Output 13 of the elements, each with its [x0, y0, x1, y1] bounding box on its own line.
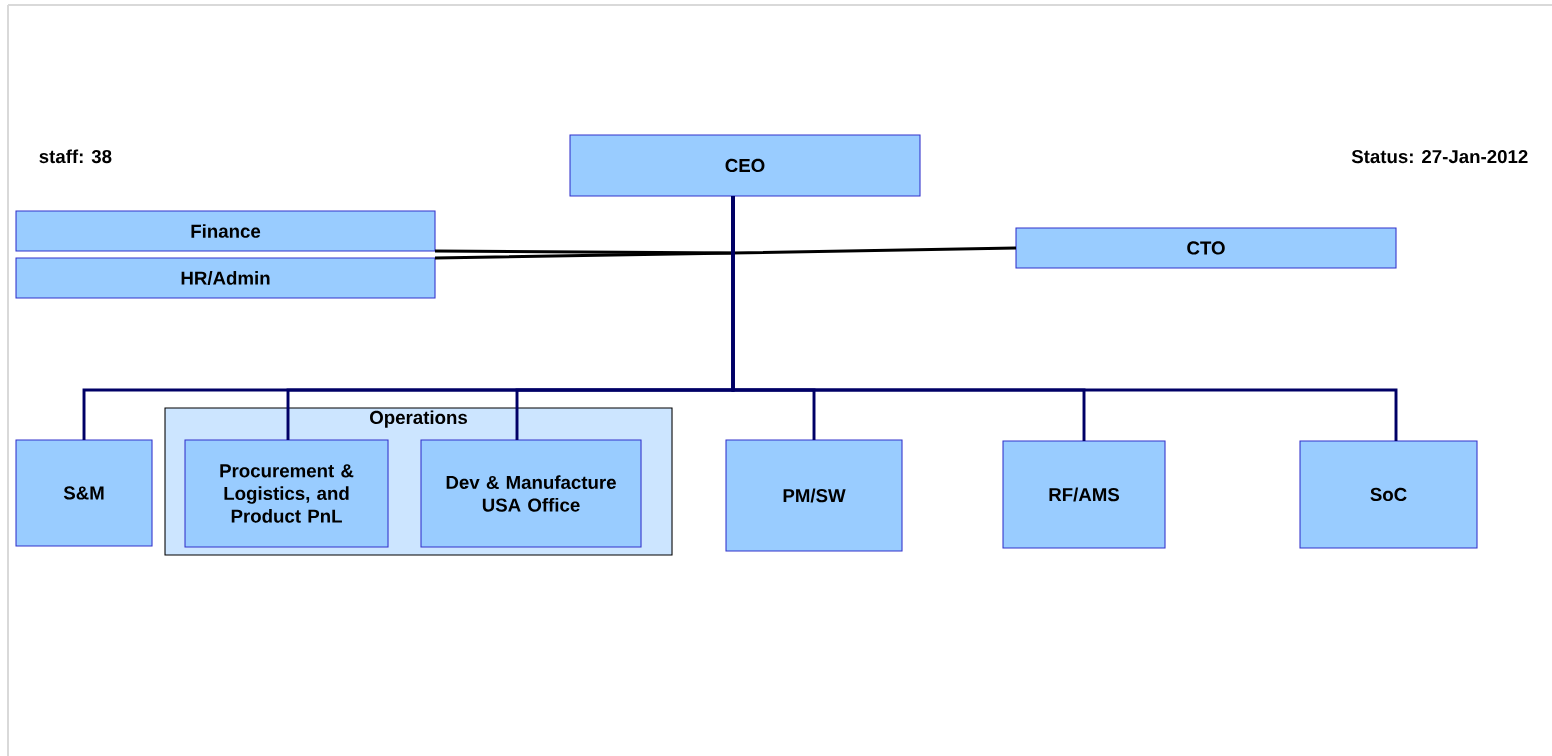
status-date-text: Status: 27-Jan-2012: [1351, 149, 1528, 164]
org-box: SoC: [1299, 440, 1478, 549]
connector-line: [731, 196, 1398, 441]
staff-count-text: staff: 38: [39, 149, 112, 164]
org-box: HR/Admin: [15, 257, 436, 299]
org-box: S&M: [15, 439, 153, 547]
org-box: PM/SW: [725, 439, 903, 552]
org-box: Dev & Manufacture USA Office: [420, 439, 642, 548]
org-box: Procurement & Logistics, and Product PnL: [184, 439, 389, 548]
org-box: CTO: [1015, 227, 1397, 269]
org-box: RF/AMS: [1002, 440, 1166, 549]
org-box: Finance: [15, 210, 436, 252]
org-box: CEO: [569, 134, 921, 197]
